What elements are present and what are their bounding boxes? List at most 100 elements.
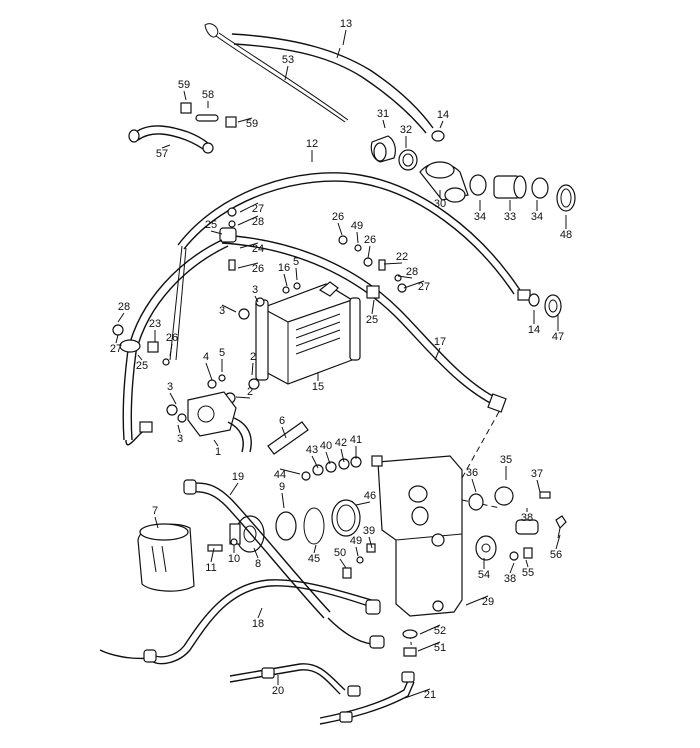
callout-20: 20 xyxy=(272,685,284,697)
callout-37: 37 xyxy=(531,468,543,480)
leader-line-37 xyxy=(536,479,541,493)
callout-26d: 26 xyxy=(166,332,178,344)
callout-10: 10 xyxy=(228,553,240,565)
leader-line-25c xyxy=(137,354,143,361)
leader-line-8 xyxy=(253,547,259,559)
callout-25b: 25 xyxy=(366,314,378,326)
leader-line-27b xyxy=(403,280,425,289)
callout-38a: 38 xyxy=(521,512,533,524)
leader-line-50 xyxy=(339,558,347,569)
leader-line-26b xyxy=(337,222,343,236)
dipstick-tube-13 xyxy=(231,33,434,134)
callout-5a: 5 xyxy=(293,256,299,268)
callout-49a: 49 xyxy=(351,220,363,232)
oil-line-20 xyxy=(229,663,361,697)
leader-line-21 xyxy=(404,688,431,699)
leader-line-14a xyxy=(439,120,444,129)
drain-plug-51-52 xyxy=(402,629,418,657)
callout-7: 7 xyxy=(152,505,158,517)
dipstick-53 xyxy=(204,23,349,123)
callout-12: 12 xyxy=(306,138,318,150)
callout-36: 36 xyxy=(466,467,478,479)
callout-15: 15 xyxy=(312,381,324,393)
clamps-24-25 xyxy=(219,207,237,271)
callout-14a: 14 xyxy=(437,109,449,121)
callout-45: 45 xyxy=(308,553,320,565)
filler-neck-30 xyxy=(419,161,469,203)
cap-31 xyxy=(370,135,396,163)
callout-16: 16 xyxy=(278,262,290,274)
callout-28a: 28 xyxy=(252,216,264,228)
leader-line-44 xyxy=(279,468,301,475)
callout-8: 8 xyxy=(255,558,261,570)
seals-9-45 xyxy=(275,507,325,545)
clamp-14a xyxy=(431,130,445,142)
leader-line-56 xyxy=(555,534,561,550)
leader-line-46 xyxy=(355,501,371,506)
callout-55: 55 xyxy=(522,567,534,579)
leader-line-42 xyxy=(340,448,345,463)
leader-line-59b xyxy=(237,117,253,123)
leader-line-13 xyxy=(342,29,347,46)
callout-39: 39 xyxy=(363,525,375,537)
callout-21: 21 xyxy=(424,689,436,701)
callout-3d: 3 xyxy=(177,433,183,445)
callout-2b: 2 xyxy=(247,386,253,398)
leader-line-51 xyxy=(417,641,441,652)
callout-26b: 26 xyxy=(332,211,344,223)
callout-26c: 26 xyxy=(364,234,376,246)
callout-1: 1 xyxy=(215,446,221,458)
callout-24: 24 xyxy=(252,243,264,255)
leader-line-11 xyxy=(210,547,215,563)
leader-line-3d xyxy=(177,424,181,434)
callout-47: 47 xyxy=(552,331,564,343)
callout-25a: 25 xyxy=(205,219,217,231)
callout-40: 40 xyxy=(320,440,332,452)
callout-27a: 27 xyxy=(252,203,264,215)
leader-line-28c xyxy=(117,312,125,323)
seal-32 xyxy=(398,149,418,171)
callout-59a: 59 xyxy=(178,79,190,91)
callout-leaders xyxy=(115,29,567,699)
oil-hose-19 xyxy=(183,479,385,649)
bolts-10-11 xyxy=(207,538,238,552)
leader-line-5a xyxy=(295,267,298,281)
callout-2a: 2 xyxy=(250,351,256,363)
leader-line-4 xyxy=(205,362,213,381)
leader-line-19 xyxy=(229,482,239,496)
callout-27c: 27 xyxy=(110,343,122,355)
pipe-6 xyxy=(267,421,309,455)
leader-line-27a xyxy=(239,202,259,213)
callout-38b: 38 xyxy=(504,573,516,585)
callout-50: 50 xyxy=(334,547,346,559)
callout-11: 11 xyxy=(205,562,216,574)
callout-48: 48 xyxy=(560,229,572,241)
oil-pump-1 xyxy=(187,391,252,453)
bolts-39-49-50 xyxy=(342,543,376,579)
leader-line-28b xyxy=(397,275,413,279)
callout-22: 22 xyxy=(396,251,408,263)
callout-59b: 59 xyxy=(246,118,258,130)
leader-line-16 xyxy=(283,273,288,287)
leader-line-9 xyxy=(281,492,285,509)
callout-41: 41 xyxy=(350,434,362,446)
feed-hose-left xyxy=(112,239,229,446)
callout-43: 43 xyxy=(306,444,318,456)
callout-44: 44 xyxy=(274,469,286,481)
callout-28c: 28 xyxy=(118,301,130,313)
callout-31: 31 xyxy=(377,108,389,120)
callout-32: 32 xyxy=(400,124,412,136)
leader-line-17 xyxy=(434,347,441,361)
callout-23: 23 xyxy=(149,318,161,330)
leader-line-25a xyxy=(210,230,223,235)
leader-line-40 xyxy=(325,451,331,465)
callout-4: 4 xyxy=(203,351,209,363)
callout-27b: 27 xyxy=(418,281,430,293)
callout-56: 56 xyxy=(550,549,562,561)
leader-line-1 xyxy=(213,439,219,447)
oil-filter-7 xyxy=(137,523,195,592)
callout-26a: 26 xyxy=(252,263,264,275)
callout-53: 53 xyxy=(282,54,294,66)
callout-13: 13 xyxy=(340,18,352,30)
